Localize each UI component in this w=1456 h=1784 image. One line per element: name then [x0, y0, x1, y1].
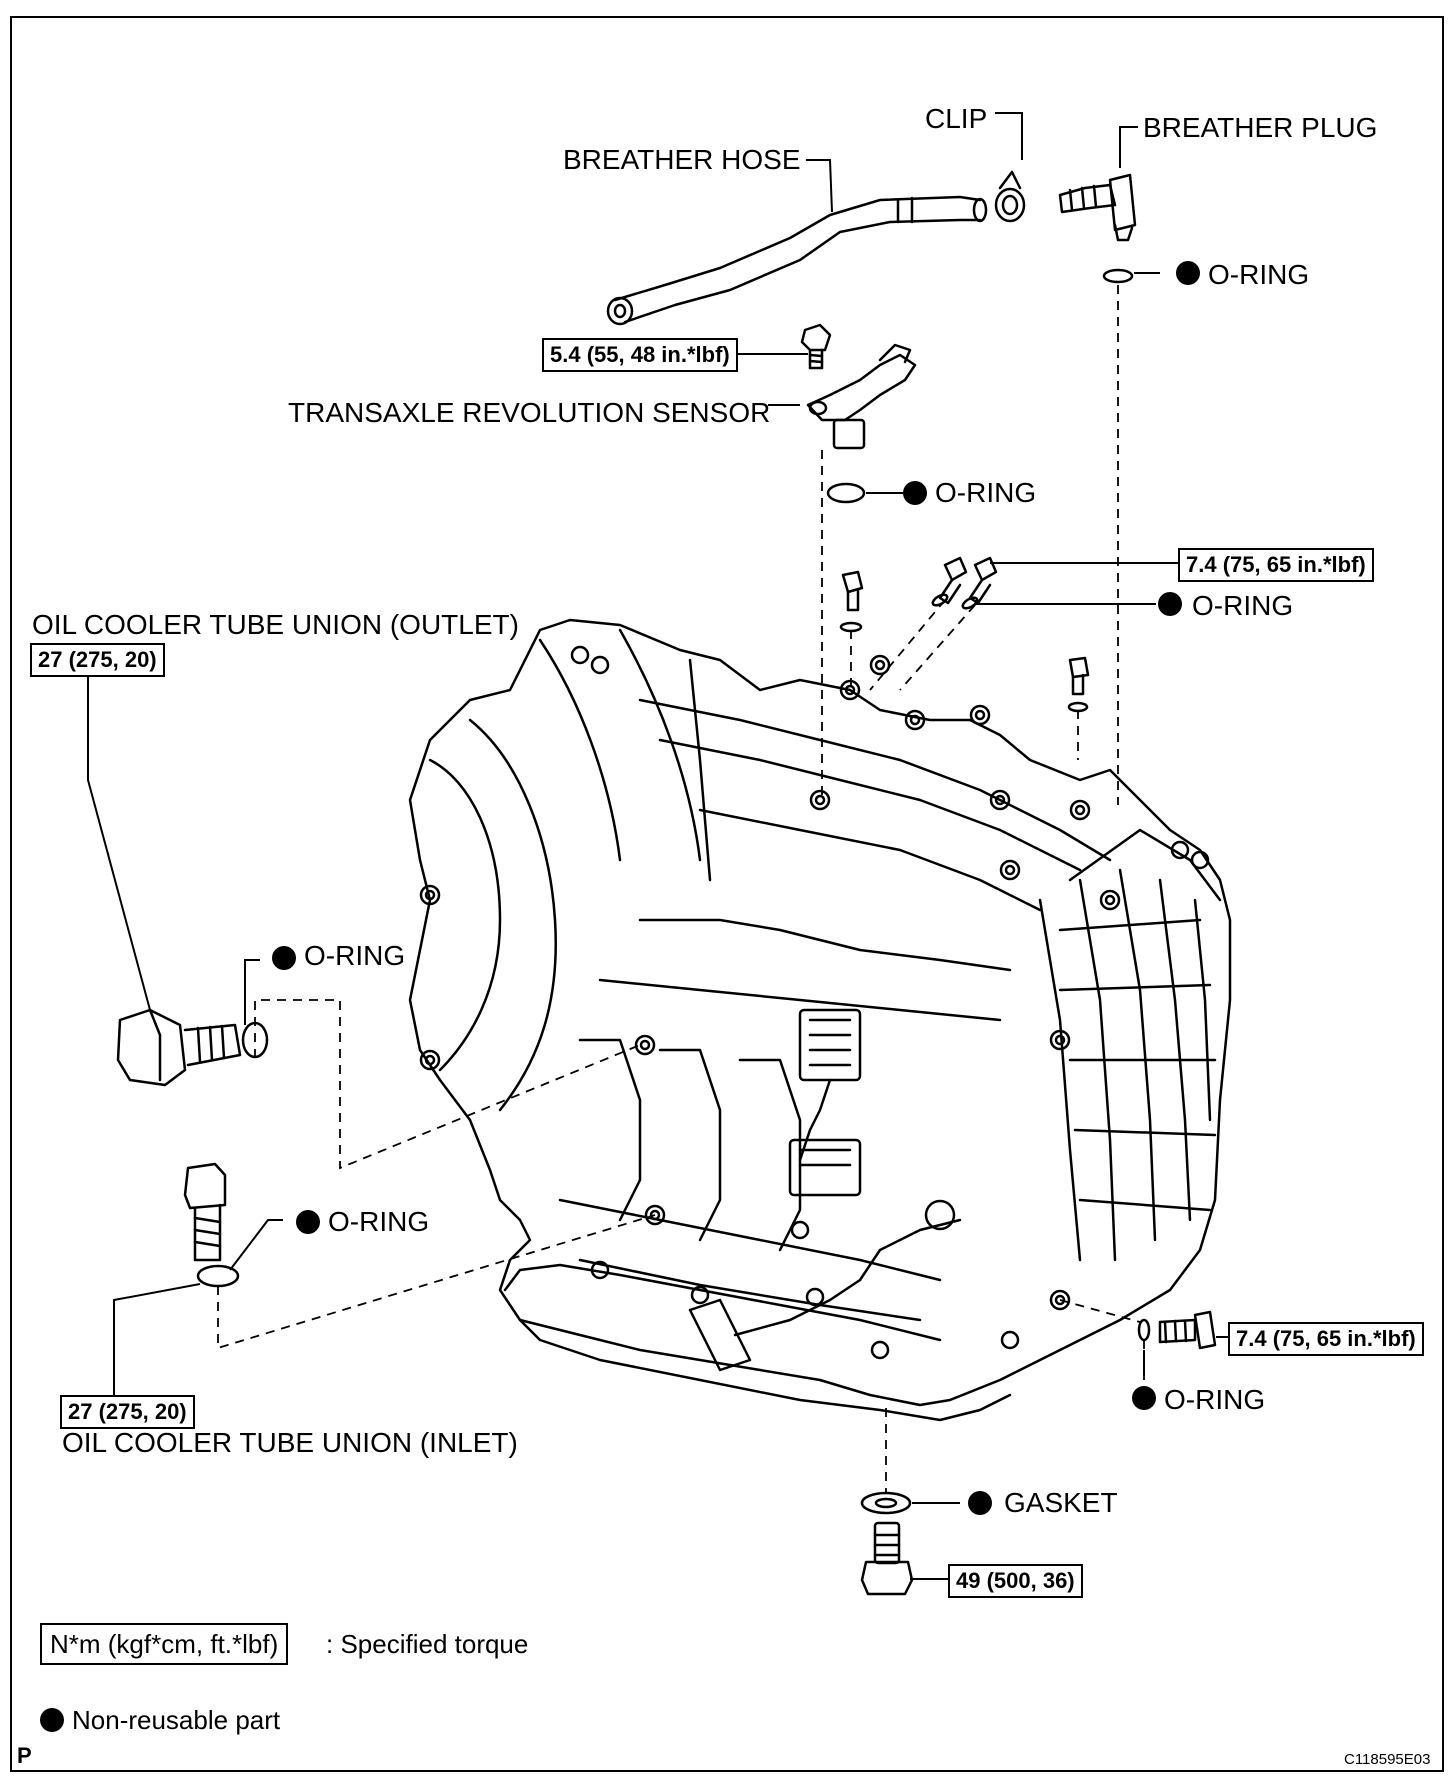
revolution-sensor [806, 343, 917, 450]
o-ring-side [1137, 1318, 1151, 1342]
sensor-bolt [800, 323, 832, 370]
label-clip: CLIP [925, 103, 988, 134]
legend-non-reusable: Non-reusable part [40, 1707, 280, 1733]
label-o-ring-side: O-RING [1164, 1384, 1266, 1415]
outlet-union [116, 1008, 242, 1087]
figure-code: C118595E03 [1344, 1751, 1431, 1768]
label-gasket: GASKET [1004, 1487, 1118, 1518]
torque-side-plug: 7.4 (75, 65 in.*lbf) [1228, 1322, 1424, 1356]
legend-torque-desc: : Specified torque [326, 1629, 529, 1659]
label-o-ring-outlet: O-RING [304, 940, 406, 971]
breather-plug [1058, 173, 1137, 242]
torque-inlet-union: 27 (275, 20) [60, 1395, 195, 1429]
o-ring-breather [1102, 268, 1134, 284]
page-mark: P [17, 1743, 32, 1768]
torque-sensor-bolt: 5.4 (55, 48 in.*lbf) [542, 338, 738, 372]
o-ring-top-d [1067, 701, 1089, 713]
label-oil-cooler-inlet: OIL COOLER TUBE UNION (INLET) [62, 1427, 518, 1458]
non-reusable-dot-icon [40, 1708, 64, 1732]
side-plug [1158, 1310, 1217, 1350]
non-reusable-dots [272, 261, 1200, 1515]
label-breather-plug: BREATHER PLUG [1143, 112, 1378, 143]
torque-outlet-union: 27 (275, 20) [30, 643, 165, 677]
breather-hose [606, 195, 988, 326]
diagram-frame [10, 16, 1444, 1772]
label-oil-cooler-outlet: OIL COOLER TUBE UNION (OUTLET) [32, 609, 519, 640]
o-ring-sensor [826, 482, 866, 504]
label-breather-hose: BREATHER HOSE [563, 144, 801, 175]
label-o-ring-top: O-RING [1192, 590, 1294, 621]
o-ring-top-c [961, 596, 979, 610]
transaxle-housing [408, 618, 1232, 1422]
label-o-ring-sensor: O-RING [935, 477, 1037, 508]
legend-torque-unit: N*m (kgf*cm, ft.*lbf) [40, 1623, 289, 1665]
drain-gasket [860, 1491, 912, 1515]
drain-plug [860, 1521, 914, 1596]
torque-top-plugs: 7.4 (75, 65 in.*lbf) [1178, 548, 1374, 582]
label-o-ring-inlet: O-RING [328, 1206, 430, 1237]
label-transaxle-revolution-sensor: TRANSAXLE REVOLUTION SENSOR [288, 397, 771, 428]
inlet-union [183, 1162, 227, 1262]
legend-non-reusable-text: Non-reusable part [72, 1705, 281, 1735]
o-ring-top-a [839, 621, 863, 633]
label-o-ring-breather: O-RING [1208, 259, 1310, 290]
torque-drain-plug: 49 (500, 36) [948, 1564, 1083, 1598]
top-bolts [841, 556, 1090, 696]
clip [994, 170, 1026, 223]
